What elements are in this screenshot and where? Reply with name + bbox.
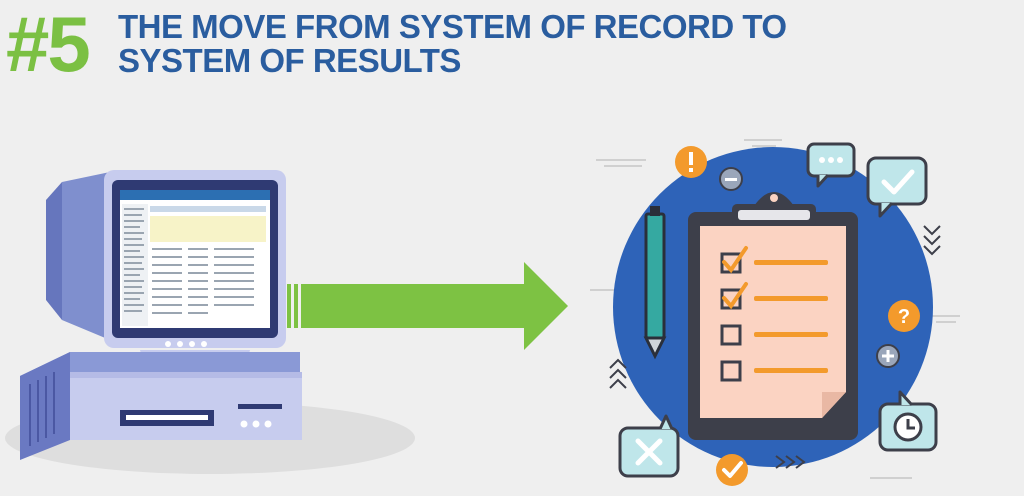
check-circle-icon: [716, 454, 748, 486]
chevrons-right-icon: [775, 455, 806, 469]
computer-icon: [5, 170, 415, 474]
question-icon: ?: [888, 300, 920, 332]
clock-icon: [878, 390, 938, 452]
plus-icon: [876, 344, 900, 368]
pen-icon: [643, 206, 667, 360]
arrow-right-icon: [287, 262, 568, 350]
chat-bubble-icon: [806, 142, 856, 188]
close-bubble-icon: [618, 414, 680, 478]
title-line-2: SYSTEM OF RESULTS: [118, 42, 461, 79]
clipboard-checklist-icon: [688, 192, 858, 440]
header: #5 THE MOVE FROM SYSTEM OF RECORD TO SYS…: [0, 0, 1024, 100]
exclamation-icon: [675, 146, 707, 178]
chevrons-up-icon: [609, 358, 627, 389]
slide-number: #5: [6, 0, 91, 88]
svg-text:?: ?: [898, 306, 910, 328]
chevrons-down-icon: [923, 225, 941, 256]
results-illustration: ?: [590, 139, 960, 486]
slide-title: THE MOVE FROM SYSTEM OF RECORD TO SYSTEM…: [118, 10, 787, 78]
minus-icon: [719, 167, 743, 191]
check-bubble-icon: [866, 156, 928, 218]
title-line-1: THE MOVE FROM SYSTEM OF RECORD TO: [118, 8, 787, 45]
